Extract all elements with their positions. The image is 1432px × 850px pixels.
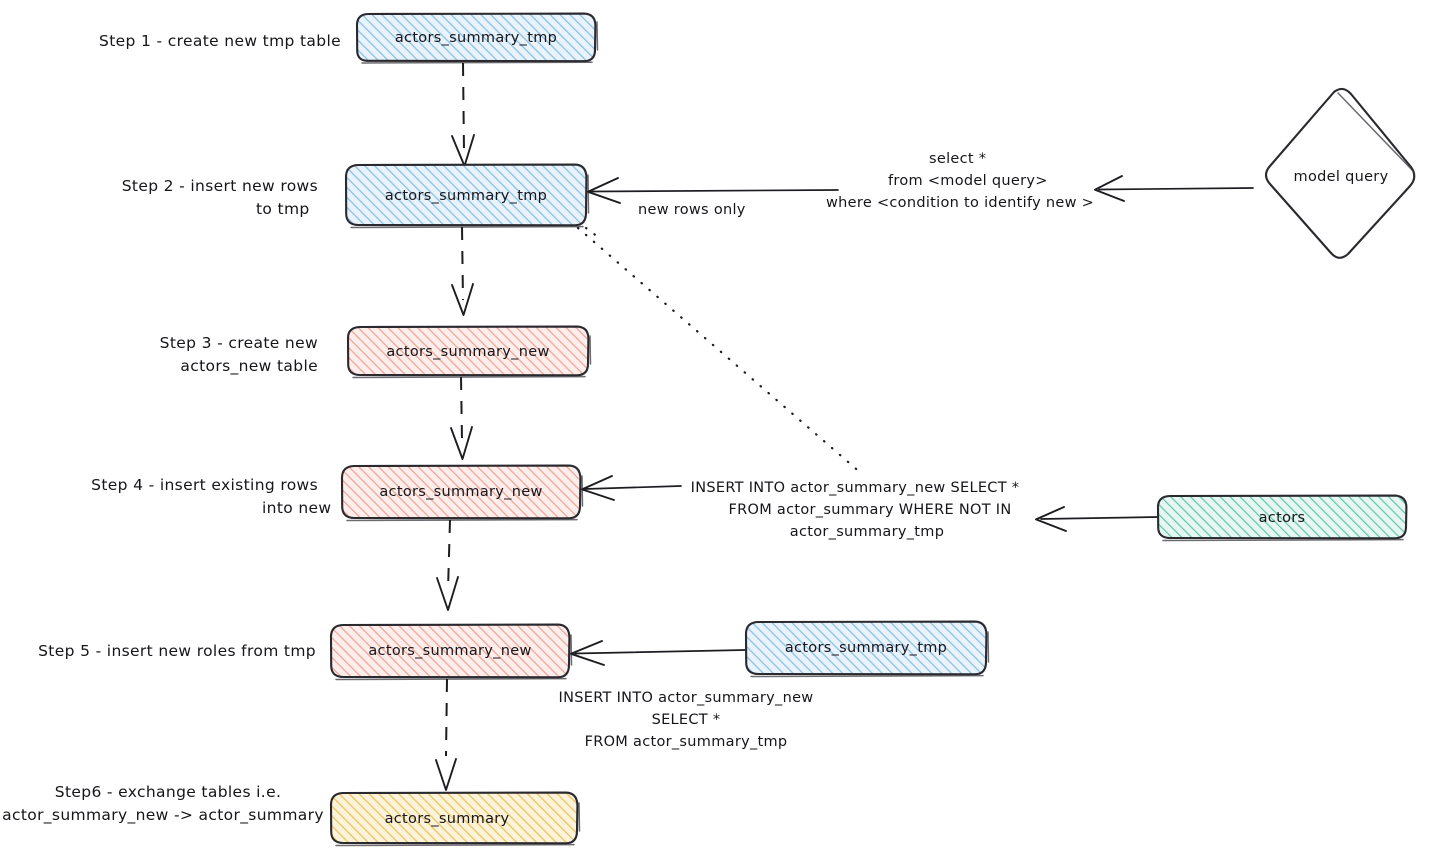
step-2-label-line1: Step 2 - insert new rows [122, 177, 318, 195]
edge-label-new-rows-only: new rows only [638, 202, 746, 218]
step-1-label: Step 1 - create new tmp table [99, 32, 341, 50]
edge-step2-step3 [451, 226, 474, 316]
node-new-4[interactable] [340, 464, 584, 522]
edge-step4-step5 [436, 519, 459, 611]
step-3-label-line1: Step 3 - create new [160, 334, 318, 352]
edge-sql-to-new4 [581, 475, 682, 501]
edge-model-to-tmp [587, 177, 839, 204]
node-tmp-5-src-label: actors_summary_tmp [785, 640, 947, 656]
node-new-3[interactable] [346, 325, 592, 379]
node-tmp-1[interactable] [355, 12, 599, 64]
step-4-label-line2: into new [262, 499, 331, 517]
insert-existing-sql-line3: actor_summary_tmp [790, 524, 944, 540]
node-tmp-2-label: actors_summary_tmp [385, 188, 547, 204]
edge-modelquery-arrow [1094, 175, 1254, 202]
edge-tmp2-to-insert-sql-dotted [576, 226, 864, 476]
node-actors[interactable] [1156, 494, 1408, 542]
node-model-query[interactable] [1264, 87, 1416, 259]
step-6-label-line1: Step6 - exchange tables i.e. [55, 783, 282, 801]
node-new-3-label: actors_summary_new [386, 344, 549, 360]
model-query-sql-line2: from <model query> [888, 173, 1048, 189]
insert-new-roles-sql-line3: FROM actor_summary_tmp [585, 734, 788, 750]
edge-step1-step2 [451, 62, 475, 167]
node-new-4-label: actors_summary_new [379, 484, 542, 500]
node-new-5-label: actors_summary_new [368, 643, 531, 659]
insert-new-roles-sql-line1: INSERT INTO actor_summary_new [559, 690, 814, 706]
insert-existing-sql-line2: FROM actor_summary WHERE NOT IN [728, 502, 1011, 518]
node-summary-6-label: actors_summary [385, 811, 510, 827]
step-4-label-line1: Step 4 - insert existing rows [91, 476, 318, 494]
step-2-label-line2: to tmp [256, 200, 310, 218]
node-summary-6[interactable] [329, 791, 581, 847]
step-5-label: Step 5 - insert new roles from tmp [38, 642, 316, 660]
edge-tmpsrc-to-new5 [570, 640, 746, 666]
edge-step3-step4 [450, 376, 473, 460]
edge-actors-to-sql [1035, 506, 1158, 532]
step-3-label-line2: actors_new table [180, 357, 318, 376]
insert-new-roles-sql-line2: SELECT * [652, 712, 721, 728]
node-model-query-label: model query [1294, 169, 1389, 185]
node-new-5[interactable] [329, 623, 573, 681]
node-tmp-5-src[interactable] [744, 620, 990, 678]
node-actors-label: actors [1259, 510, 1306, 526]
node-tmp-2[interactable] [344, 163, 590, 229]
edge-step5-step6 [435, 678, 457, 791]
step-6-label-line2: actor_summary_new -> actor_summary [2, 806, 324, 825]
model-query-sql-line1: select * [929, 151, 986, 167]
model-query-sql-line3: where <condition to identify new > [826, 195, 1094, 211]
insert-existing-sql-line1: INSERT INTO actor_summary_new SELECT * [691, 480, 1020, 496]
node-tmp-1-label: actors_summary_tmp [395, 30, 557, 46]
